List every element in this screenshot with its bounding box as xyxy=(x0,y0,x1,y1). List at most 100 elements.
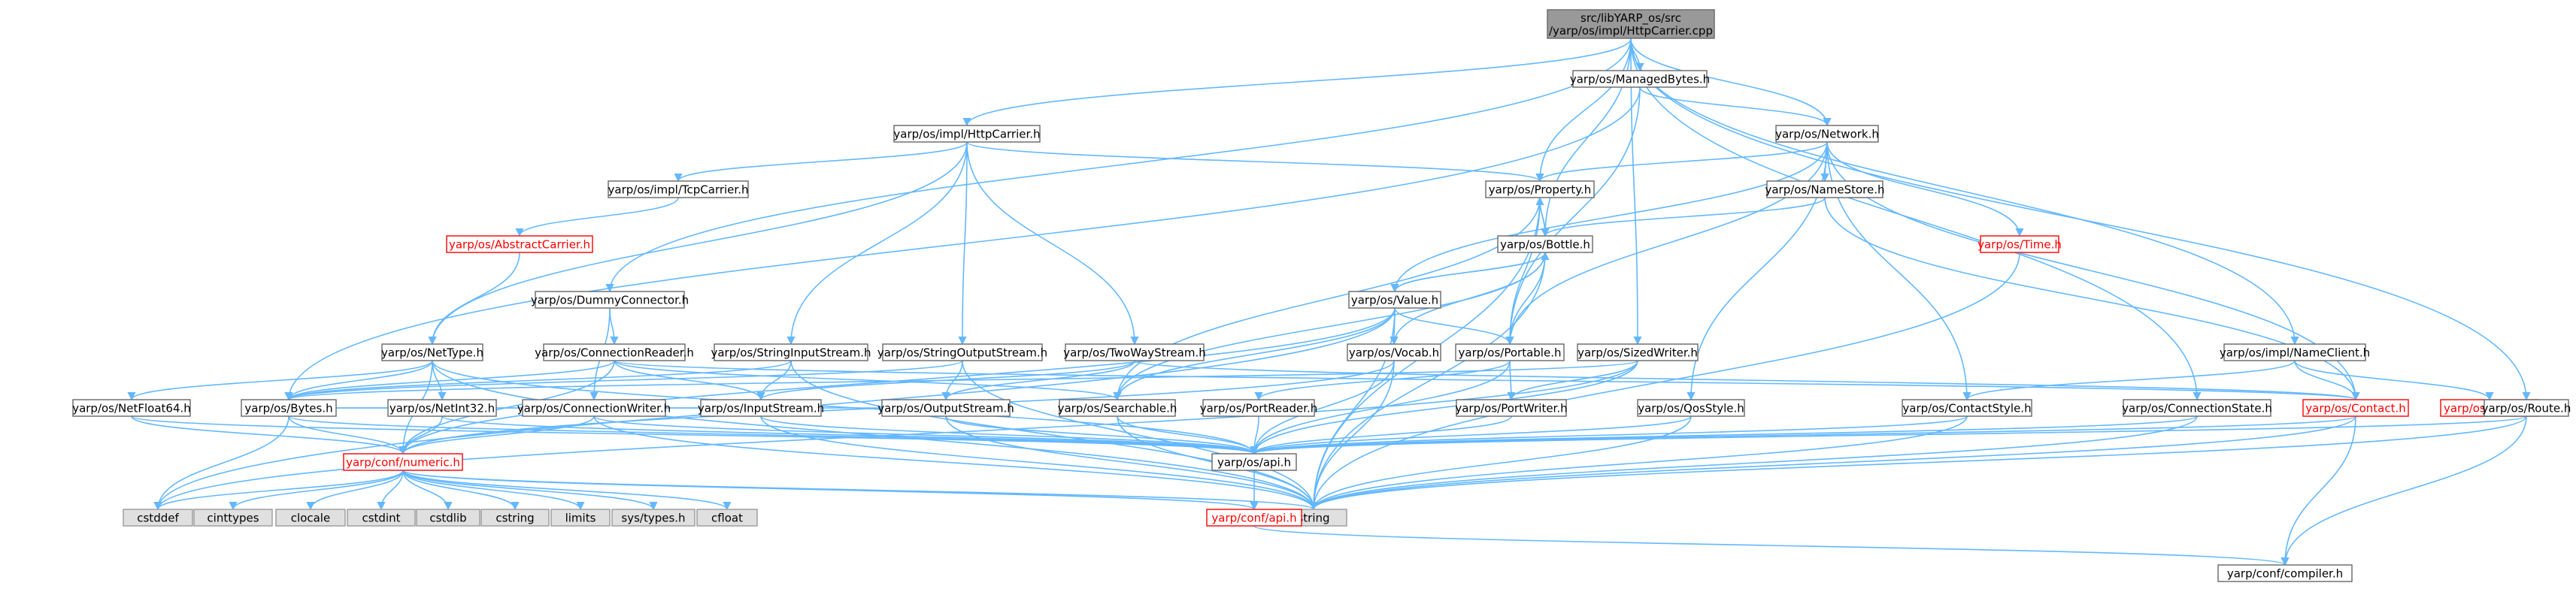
edge-stringinput-to-bytes xyxy=(284,360,792,401)
node-managedbytes[interactable]: yarp/os/ManagedBytes.h xyxy=(1570,70,1710,88)
edge-nameclient-to-contactstyle xyxy=(1962,360,2296,401)
node-label-portable: yarp/os/Portable.h xyxy=(1459,346,1562,360)
node-box-outputstream xyxy=(881,399,1011,417)
node-box-netint32 xyxy=(387,399,497,417)
node-label-cstring: cstring xyxy=(496,512,534,525)
node-box-dummyconnector xyxy=(535,291,685,309)
node-cstddef: cstddef xyxy=(123,509,193,527)
node-namestore[interactable]: yarp/os/NameStore.h xyxy=(1765,180,1885,198)
node-portable[interactable]: yarp/os/Portable.h xyxy=(1455,343,1565,361)
node-time[interactable]: yarp/os/Time.h xyxy=(1977,235,2062,253)
node-label-cstdlib: cstdlib xyxy=(429,512,466,525)
node-qosstyle[interactable]: yarp/os/QosStyle.h xyxy=(1637,399,1745,417)
node-label-clocale: clocale xyxy=(291,512,330,525)
edge-root-to-connectionstate xyxy=(1630,38,2202,401)
node-box-connectionwriter xyxy=(522,399,666,417)
node-label-contactstyle: yarp/os/ContactStyle.h xyxy=(1902,402,2031,415)
node-dummyconnector[interactable]: yarp/os/DummyConnector.h xyxy=(531,291,689,309)
node-box-cstring xyxy=(480,509,550,527)
edge-portable-to-portreader xyxy=(1254,360,1511,401)
node-box-portwriter xyxy=(1456,399,1567,417)
node-label-searchable: yarp/os/Searchable.h xyxy=(1058,402,1177,415)
edge-connectionreader-to-contact xyxy=(614,360,2359,401)
node-confapi[interactable]: yarp/conf/api.h xyxy=(1206,509,1302,527)
node-label-string: string xyxy=(1297,512,1329,525)
edge-root-to-implhttp xyxy=(962,38,1632,127)
edge-bytes-to-confnumeric xyxy=(288,415,408,455)
edge-inputstream-to-string xyxy=(760,415,1318,511)
edge-connectionreader-to-bytes xyxy=(284,360,615,401)
node-box-contact xyxy=(2302,399,2409,417)
node-compiler[interactable]: yarp/conf/compiler.h xyxy=(2217,564,2353,582)
node-route[interactable]: yarp/os/Route.h xyxy=(2482,399,2571,417)
node-label-nettype: yarp/os/NetType.h xyxy=(381,346,483,360)
node-implhttp[interactable]: yarp/os/impl/HttpCarrier.h xyxy=(893,125,1041,143)
node-box-contactstyle xyxy=(1902,399,2032,417)
edge-inputstream-to-api xyxy=(760,415,1259,455)
node-twoway[interactable]: yarp/os/TwoWayStream.h xyxy=(1063,343,1206,361)
node-tcpcarrier[interactable]: yarp/os/impl/TcpCarrier.h xyxy=(608,180,749,198)
edge-netfloat64-to-confnumeric xyxy=(131,415,408,455)
edge-route-to-string xyxy=(1309,415,2527,511)
node-contact[interactable]: yarp/os/Contact.h xyxy=(2302,399,2409,417)
edge-confnumeric-to-cstddef xyxy=(153,470,404,511)
node-bottle[interactable]: yarp/os/Bottle.h xyxy=(1497,235,1593,253)
node-connectionreader[interactable]: yarp/os/ConnectionReader.h xyxy=(535,343,694,361)
node-abstractcarrier[interactable]: yarp/os/AbstractCarrier.h xyxy=(446,235,593,253)
node-sizedwriter[interactable]: yarp/os/SizedWriter.h xyxy=(1577,343,1699,361)
node-label-tcpcarrier: yarp/os/impl/TcpCarrier.h xyxy=(608,183,749,197)
edge-connectionwriter-to-string xyxy=(593,415,1318,511)
node-portwriter[interactable]: yarp/os/PortWriter.h xyxy=(1455,399,1568,417)
node-label-cfloat: cfloat xyxy=(711,512,743,525)
node-inputstream[interactable]: yarp/os/InputStream.h xyxy=(698,399,824,417)
node-cstdlib: cstdlib xyxy=(416,509,480,527)
node-property[interactable]: yarp/os/Property.h xyxy=(1485,180,1595,198)
node-netfloat64[interactable]: yarp/os/NetFloat64.h xyxy=(72,399,191,417)
edge-connectionwriter-to-api xyxy=(593,415,1259,455)
node-label-twoway: yarp/os/TwoWayStream.h xyxy=(1063,346,1205,360)
node-contactstyle[interactable]: yarp/os/ContactStyle.h xyxy=(1902,399,2032,417)
node-network[interactable]: yarp/os/Network.h xyxy=(1775,125,1879,143)
node-label-confapi: yarp/conf/api.h xyxy=(1211,512,1296,525)
node-portreader[interactable]: yarp/os/PortReader.h xyxy=(1200,399,1318,417)
node-label-bytes: yarp/os/Bytes.h xyxy=(244,402,332,415)
edge-contact-to-string xyxy=(1309,415,2356,511)
node-stringinput[interactable]: yarp/os/StringInputStream.h xyxy=(711,343,871,361)
edge-implhttp-to-stringinput xyxy=(786,141,968,346)
edge-implhttp-to-tcpcarrier xyxy=(674,141,968,183)
node-box-connectionstate xyxy=(2123,399,2271,417)
node-vocab[interactable]: yarp/os/Vocab.h xyxy=(1347,343,1441,361)
node-connectionwriter[interactable]: yarp/os/ConnectionWriter.h xyxy=(517,399,671,417)
node-box-value xyxy=(1348,291,1441,309)
edge-confnumeric-to-systypes xyxy=(402,470,658,511)
node-connectionstate[interactable]: yarp/os/ConnectionState.h xyxy=(2122,399,2272,417)
node-label-connectionreader: yarp/os/ConnectionReader.h xyxy=(535,346,694,360)
edge-root-to-nameclient xyxy=(1630,38,2299,346)
node-api[interactable]: yarp/os/api.h xyxy=(1211,453,1297,471)
node-nameclient[interactable]: yarp/os/impl/NameClient.h xyxy=(2220,343,2370,361)
node-box-tcpcarrier xyxy=(608,180,749,198)
edge-qosstyle-to-api xyxy=(1250,415,1692,455)
node-netint32[interactable]: yarp/os/NetInt32.h xyxy=(387,399,497,417)
edge-value-to-bottle xyxy=(1394,251,1550,292)
edge-confnumeric-to-limits xyxy=(402,470,585,511)
node-label-contact: yarp/os/Contact.h xyxy=(2305,402,2406,415)
node-stringoutput[interactable]: yarp/os/StringOutputStream.h xyxy=(877,343,1047,361)
node-label-network: yarp/os/Network.h xyxy=(1775,128,1879,141)
edge-namestore-to-bottle xyxy=(1541,197,1826,237)
node-box-compiler xyxy=(2217,564,2353,582)
node-searchable[interactable]: yarp/os/Searchable.h xyxy=(1058,399,1177,417)
node-value[interactable]: yarp/os/Value.h xyxy=(1348,291,1441,309)
edge-twoway-to-outputstream xyxy=(941,360,1135,401)
node-box-nettype xyxy=(381,343,483,361)
node-outputstream[interactable]: yarp/os/OutputStream.h xyxy=(877,399,1014,417)
node-label-stringoutput: yarp/os/StringOutputStream.h xyxy=(877,346,1047,360)
node-confnumeric[interactable]: yarp/conf/numeric.h xyxy=(343,453,463,471)
node-bytes[interactable]: yarp/os/Bytes.h xyxy=(241,399,337,417)
node-label-portwriter: yarp/os/PortWriter.h xyxy=(1455,402,1567,415)
node-nettype[interactable]: yarp/os/NetType.h xyxy=(381,343,483,361)
node-label-portreader: yarp/os/PortReader.h xyxy=(1200,402,1318,415)
edge-value-to-portable xyxy=(1394,307,1514,346)
node-box-stringinput xyxy=(714,343,868,361)
